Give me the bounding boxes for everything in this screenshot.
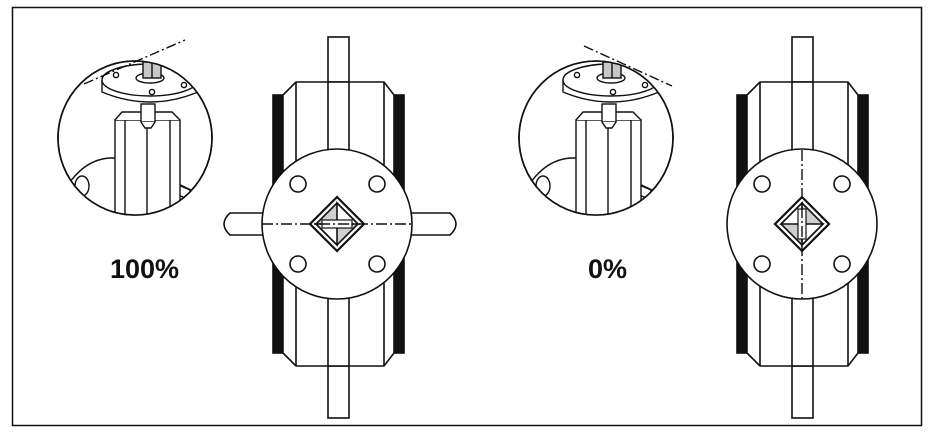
open-valve-body — [223, 36, 457, 419]
closed-valve-body — [726, 36, 878, 419]
open-percent-label: 100% — [110, 254, 179, 284]
outer-border — [11, 6, 923, 427]
closed-state-group: 0% — [518, 36, 878, 419]
closed-detail-magnifier — [518, 45, 674, 216]
open-state-group: 100% — [57, 36, 457, 419]
open-detail-magnifier — [57, 39, 213, 216]
closed-percent-label: 0% — [588, 254, 627, 284]
